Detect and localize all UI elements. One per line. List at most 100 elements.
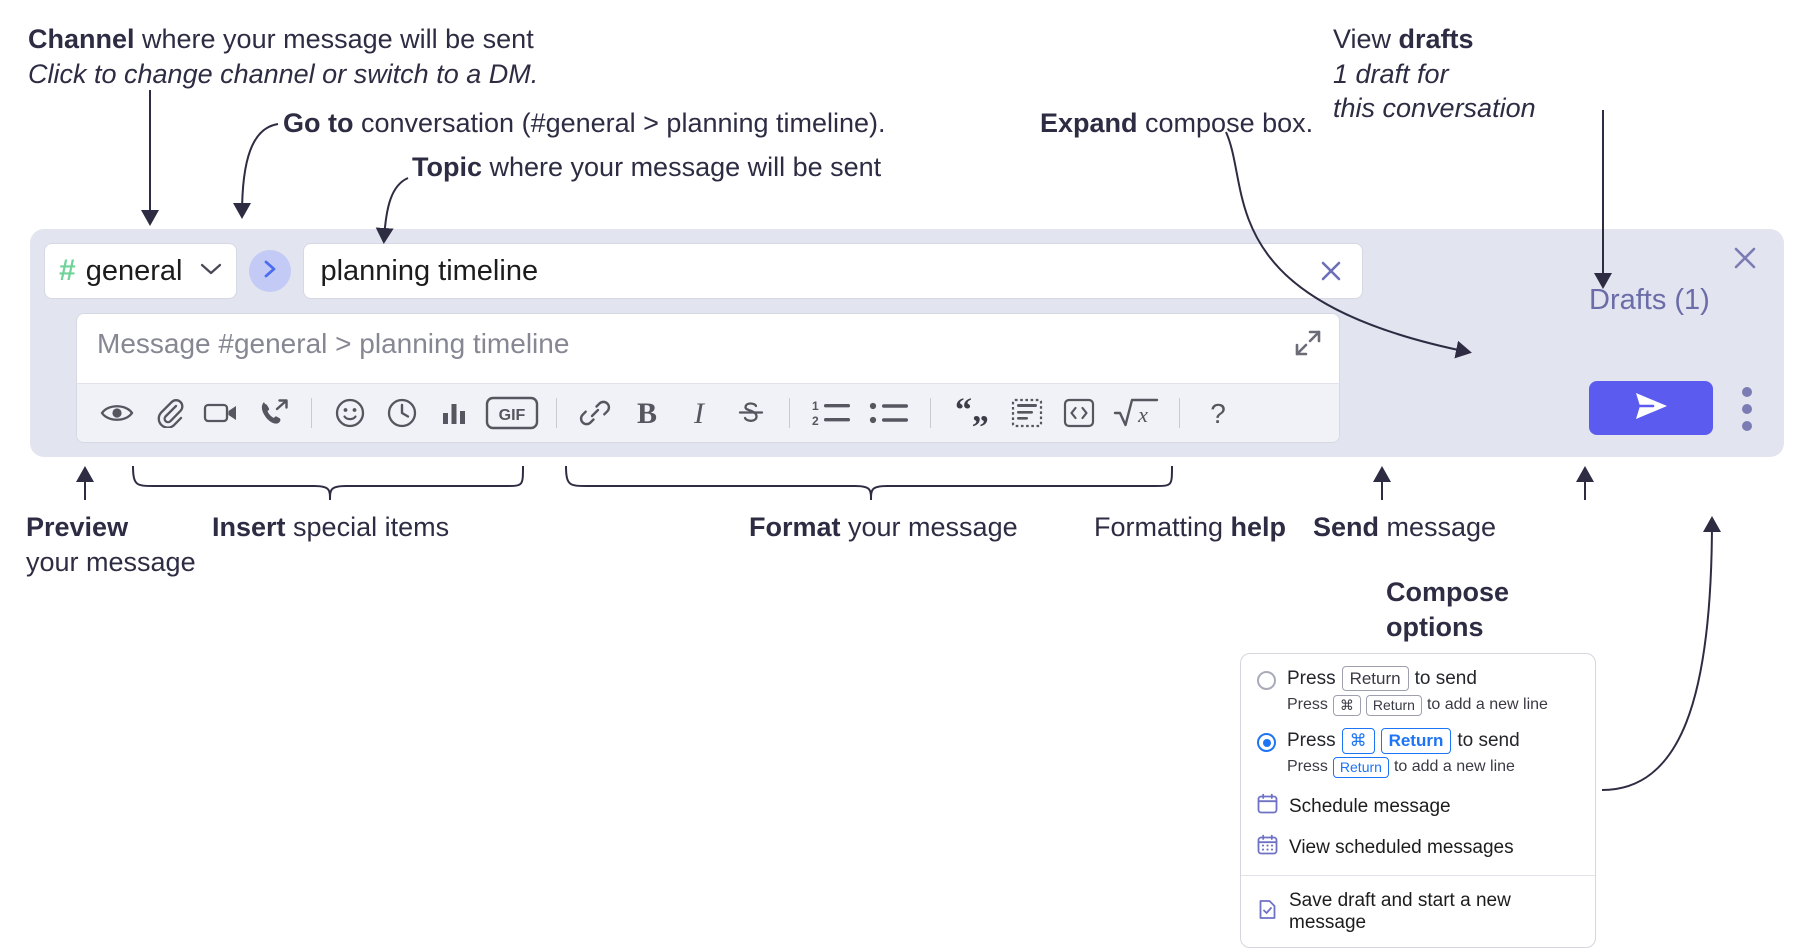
annotation-goto-rest: conversation (#general > planning timeli…	[353, 108, 886, 138]
radio-indicator[interactable]	[1257, 671, 1276, 690]
attach-file-button[interactable]	[143, 390, 195, 436]
emoji-button[interactable]	[324, 390, 376, 436]
send-paper-plane-icon	[1629, 389, 1673, 428]
kebab-dot	[1742, 421, 1752, 431]
blockquote-button[interactable]: “„	[943, 390, 1001, 436]
annotation-channel: Channel where your message will be sent …	[28, 22, 538, 91]
annotation-format-rest: your message	[840, 512, 1018, 542]
radio2-sub-tail: to add a new line	[1393, 758, 1515, 776]
radio-option-cmd-return-subtext: Press Return to add a new line	[1241, 754, 1595, 787]
svg-text:2: 2	[812, 414, 819, 428]
inline-code-icon	[1063, 398, 1095, 428]
topic-input[interactable]: planning timeline	[303, 243, 1364, 299]
svg-text:?: ?	[1210, 398, 1226, 429]
menu-item-label: Schedule message	[1289, 795, 1451, 817]
expand-compose-button[interactable]	[1293, 328, 1325, 360]
radio2-press: Press	[1287, 730, 1336, 752]
annotation-compose-options-bold2: options	[1386, 611, 1484, 642]
paperclip-icon	[154, 398, 184, 428]
kebab-dot	[1742, 404, 1752, 414]
math-sqrt-icon: x	[1112, 396, 1160, 430]
annotation-expand-rest: compose box.	[1137, 108, 1314, 138]
annotation-drafts-bold: drafts	[1398, 24, 1474, 54]
radio-indicator-selected[interactable]	[1257, 733, 1276, 753]
bold-button[interactable]: B	[621, 390, 673, 436]
compose-options-button[interactable]	[1732, 387, 1762, 431]
svg-text:GIF: GIF	[499, 407, 526, 424]
send-button[interactable]	[1589, 381, 1713, 435]
radio-label: Press ⌘ Return to send	[1287, 728, 1520, 754]
italic-button[interactable]: I	[673, 390, 725, 436]
strikethrough-button[interactable]	[725, 390, 777, 436]
radio-option-return-to-send[interactable]: Press Return to send	[1241, 662, 1595, 692]
annotation-drafts-sub1: 1 draft for	[1333, 58, 1449, 89]
annotation-goto: Go to conversation (#general > planning …	[283, 106, 886, 141]
menu-item-view-scheduled[interactable]: View scheduled messages	[1241, 827, 1595, 868]
formatting-help-button[interactable]: ?	[1192, 390, 1244, 436]
toolbar-divider	[930, 398, 931, 428]
svg-text:x: x	[1137, 402, 1148, 427]
topic-clear-button[interactable]	[1312, 252, 1350, 290]
annotation-preview-bold: Preview	[26, 512, 129, 542]
inline-code-button[interactable]	[1053, 390, 1105, 436]
menu-divider	[1241, 875, 1595, 877]
keycap-return: Return	[1332, 756, 1389, 779]
math-button[interactable]: x	[1105, 390, 1167, 436]
poll-button[interactable]	[428, 390, 480, 436]
annotation-expand: Expand compose box.	[1040, 106, 1313, 141]
compose-panel: # general planning timeline Message #gen…	[30, 229, 1784, 457]
link-button[interactable]	[569, 390, 621, 436]
message-placeholder: Message #general > planning timeline	[97, 328, 570, 359]
menu-item-label: View scheduled messages	[1289, 836, 1514, 858]
italic-icon: I	[686, 397, 712, 429]
annotation-topic-rest: where your message will be sent	[482, 152, 882, 182]
question-mark-icon: ?	[1205, 396, 1231, 430]
annotation-help-bold: help	[1230, 512, 1287, 542]
preview-button[interactable]	[91, 390, 143, 436]
annotation-help-pre: Formatting	[1094, 512, 1231, 542]
annotation-preview: Preview your message	[26, 510, 196, 579]
calendar-grid-icon	[1257, 834, 1278, 861]
record-audio-button[interactable]	[247, 390, 299, 436]
schedule-button[interactable]	[376, 390, 428, 436]
toolbar-divider	[1179, 398, 1180, 428]
drafts-link[interactable]: Drafts (1)	[1589, 284, 1710, 316]
radio1-press: Press	[1287, 668, 1336, 689]
clock-icon	[386, 397, 418, 429]
phone-arrow-icon	[257, 398, 289, 428]
message-compose-box[interactable]: Message #general > planning timeline	[76, 313, 1340, 443]
goto-conversation-button[interactable]	[249, 250, 292, 292]
keycap-command: ⌘	[1341, 728, 1375, 754]
compose-header-row: # general planning timeline	[44, 243, 1364, 299]
svg-text:I: I	[693, 397, 706, 429]
svg-text:1: 1	[812, 399, 819, 413]
code-block-button[interactable]	[1001, 390, 1053, 436]
radio-option-cmd-return-to-send[interactable]: Press ⌘ Return to send	[1241, 724, 1595, 754]
video-camera-icon	[203, 400, 239, 426]
strikethrough-icon	[737, 397, 765, 429]
menu-item-save-draft[interactable]: Save draft and start a new message	[1241, 883, 1595, 941]
keycap-return: Return	[1380, 728, 1452, 754]
chevron-right-icon	[260, 258, 280, 285]
keycap-command: ⌘	[1332, 694, 1361, 717]
radio2-sub-press: Press	[1287, 758, 1328, 776]
eye-icon	[100, 400, 134, 426]
keycap-return: Return	[1365, 694, 1422, 717]
radio2-to-send: to send	[1457, 730, 1520, 752]
gif-button[interactable]: GIF	[480, 390, 544, 436]
record-video-button[interactable]	[195, 390, 247, 436]
annotation-drafts-pre: View	[1333, 24, 1399, 54]
annotation-insert-rest: special items	[285, 512, 450, 542]
annotation-drafts: View drafts 1 draft for this conversatio…	[1333, 22, 1536, 126]
panel-close-button[interactable]	[1728, 241, 1762, 275]
menu-item-schedule-message[interactable]: Schedule message	[1241, 786, 1595, 827]
ordered-list-button[interactable]: 1 2	[802, 390, 860, 436]
annotation-topic-bold: Topic	[412, 152, 482, 182]
keycap-return: Return	[1341, 666, 1409, 692]
channel-selector[interactable]: # general	[44, 243, 238, 299]
bar-chart-icon	[440, 399, 468, 427]
bulleted-list-button[interactable]	[860, 390, 918, 436]
annotation-topic: Topic where your message will be sent	[412, 150, 881, 185]
annotation-insert: Insert special items	[212, 510, 449, 545]
annotation-channel-rest: where your message will be sent	[134, 24, 534, 54]
